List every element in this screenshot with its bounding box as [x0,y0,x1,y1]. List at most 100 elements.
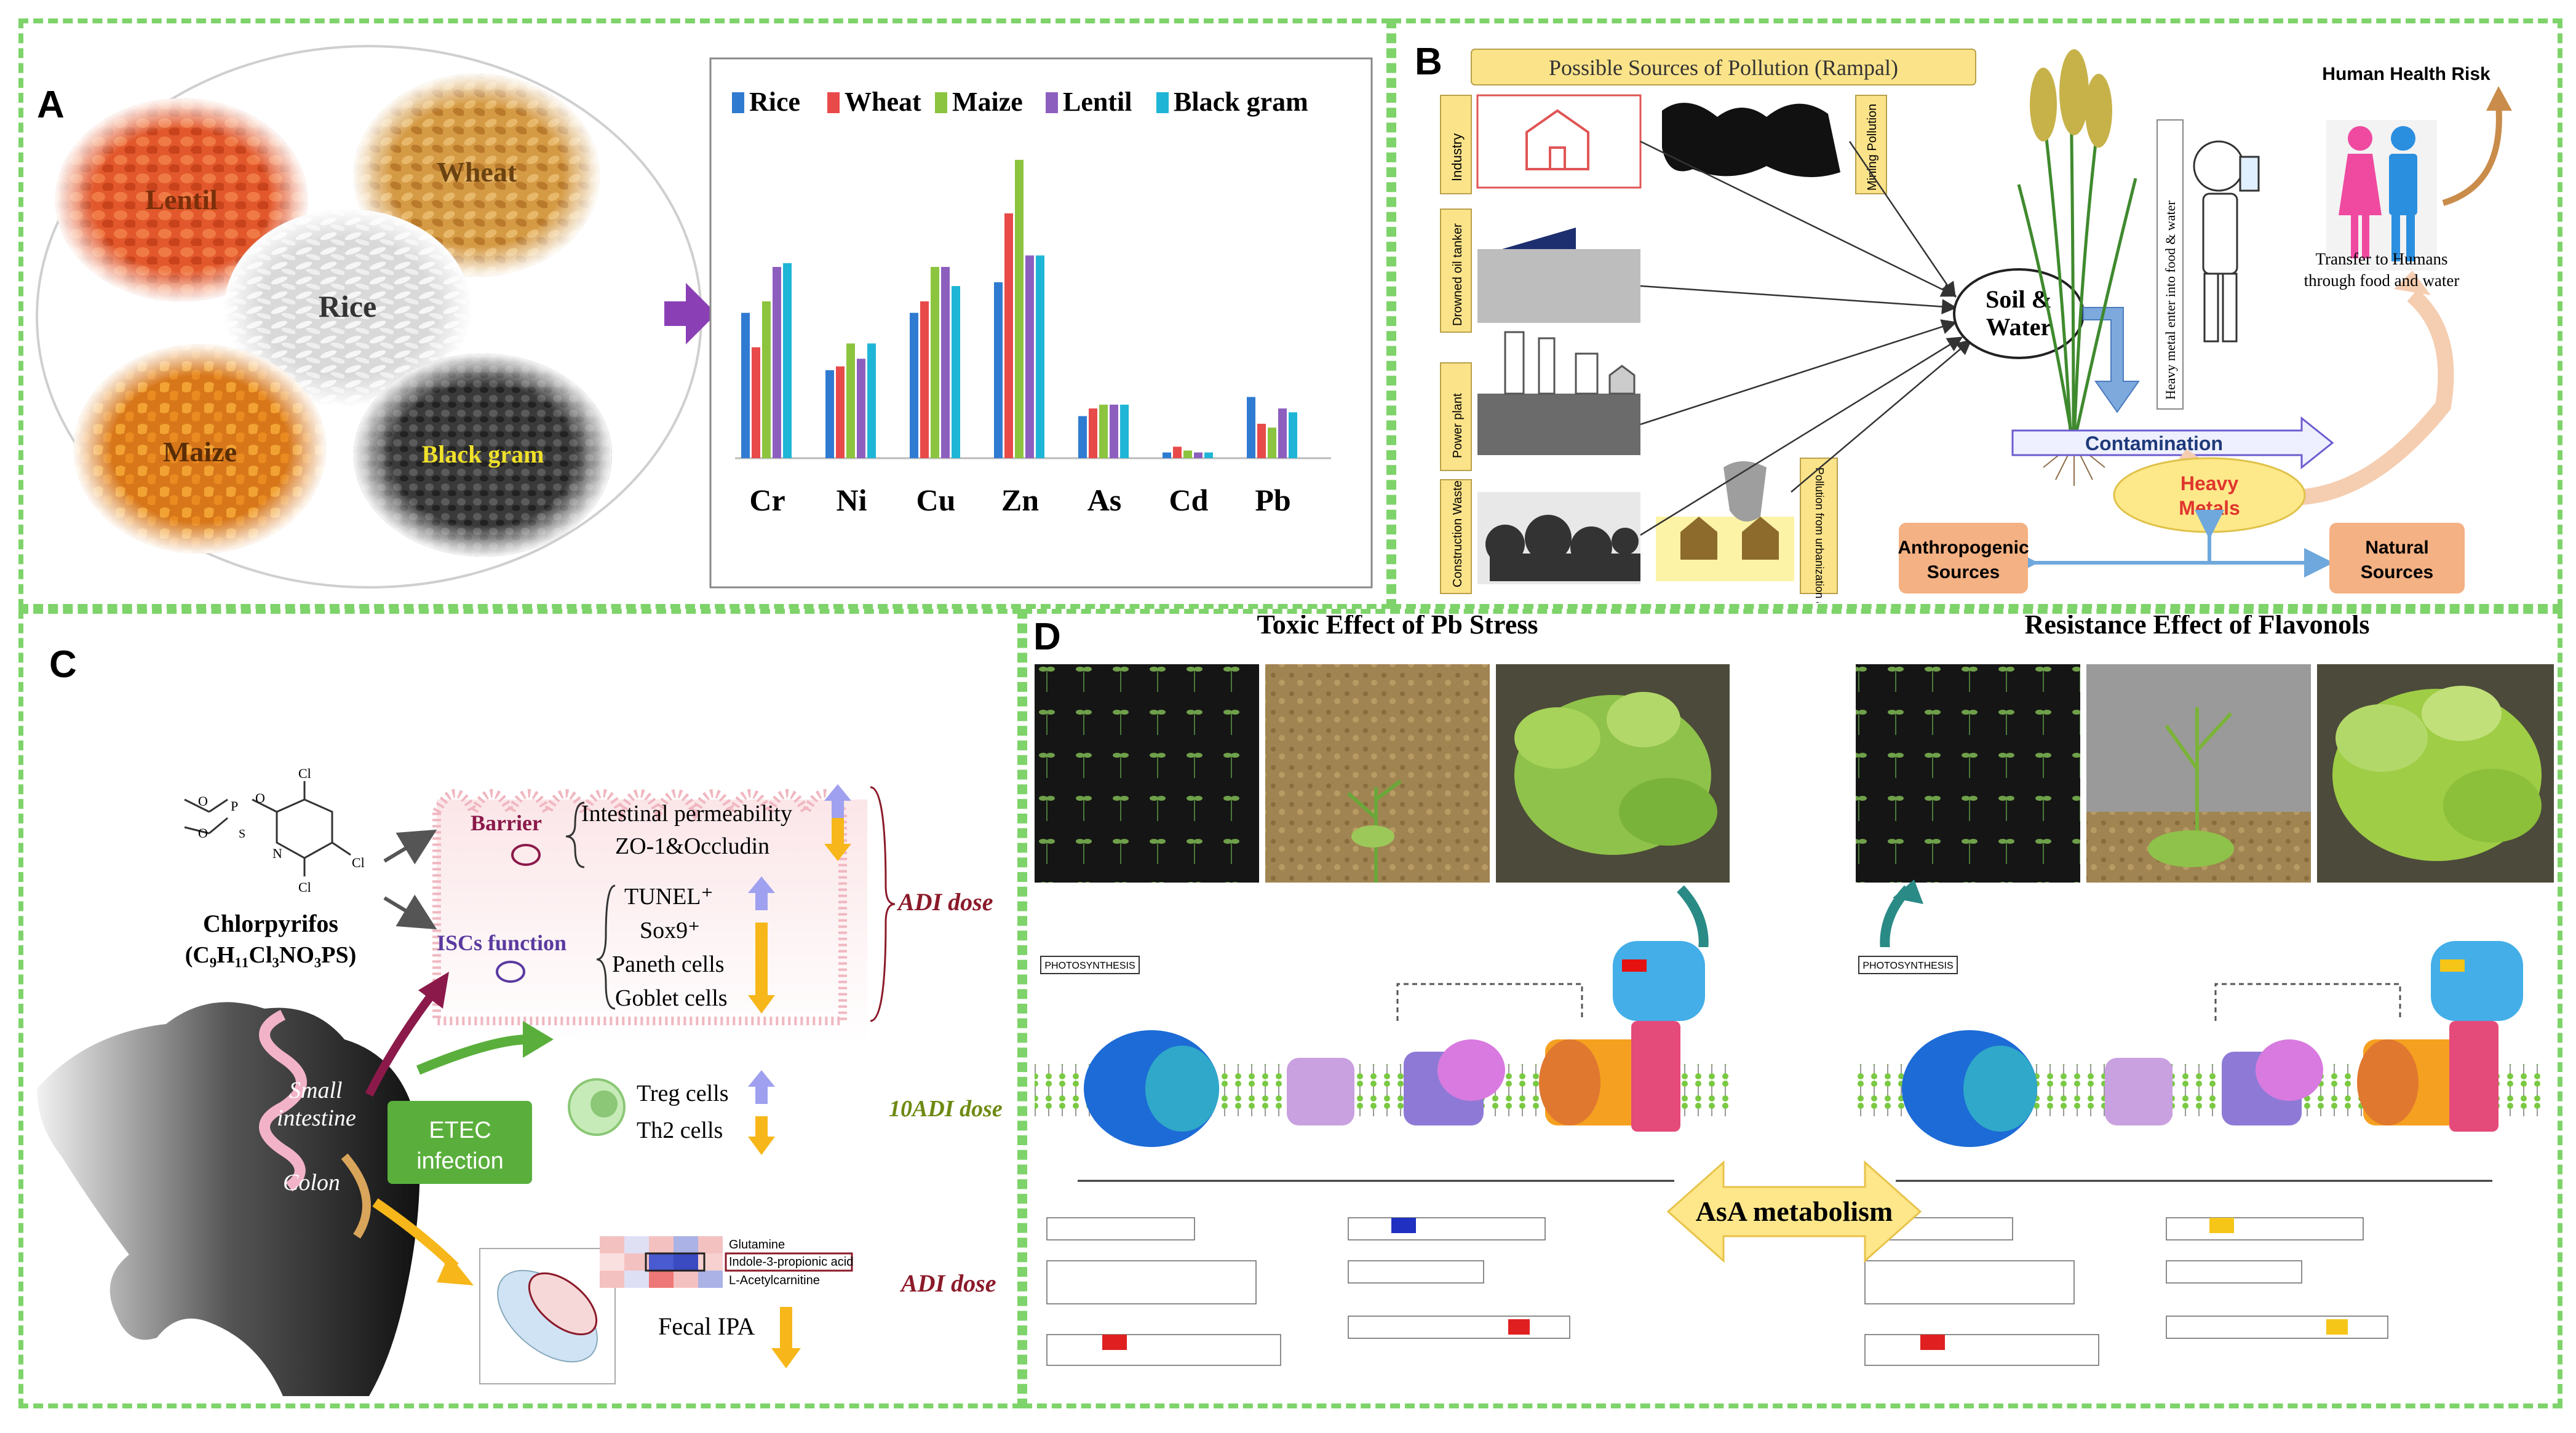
bar-as-black-gram [1120,404,1129,458]
bar-as-rice [1078,416,1087,458]
legend-label-rice: Rice [749,87,800,117]
zo1-label: ZO-1&Occludin [615,833,769,859]
heavy-metals-line-2: Metals [2179,497,2240,519]
source-urbanization: Pollution from urbanization and welding [1813,467,1826,603]
metabolite-ipa: Indole-3-propionic acid [729,1255,853,1269]
bar-cu-maize [931,267,939,458]
bar-ni-lentil [857,359,865,458]
down-arrow-icon [748,1116,775,1155]
bar-pb-maize [1268,427,1276,458]
bar-pb-lentil [1278,408,1287,458]
bar-zn-black-gram [1036,255,1044,458]
bar-cd-rice [1163,452,1171,458]
atom-o-3: O [198,825,208,841]
heavy-metals-line-1: Heavy [2180,472,2239,494]
transfer-line-1: Transfer to Humans [2316,250,2448,268]
bar-pb-black-gram [1289,412,1297,458]
panel-c-frame [18,609,1022,1408]
natural-line-2: Sources [2361,562,2433,582]
atom-n: N [272,846,282,861]
bar-zn-lentil [1025,255,1034,458]
up-arrow-icon [824,784,851,818]
th2-label: Th2 cells [637,1117,723,1143]
chemical-name: Chlorpyrifos [203,910,338,937]
panel-b-graphic: Possible Sources of Pollution (Rampal) I… [1440,49,2512,603]
legend-swatch-lentil [1046,92,1058,113]
bar-as-lentil [1110,404,1118,458]
barrier-label: Barrier [471,811,542,835]
panel-label-c: C [49,643,77,686]
bar-ni-wheat [836,366,845,458]
bar-cd-maize [1183,450,1192,458]
metabolite-acetylcarnitine: L-Acetylcarnitine [729,1274,820,1287]
pollution-banner: Possible Sources of Pollution (Rampal) [1549,55,1898,80]
bar-as-maize [1099,404,1108,458]
tunel-label: TUNEL⁺ [624,884,714,910]
metal-enter-note: Heavy metal enter into food & water [2163,200,2178,400]
chlorpyrifos-structure [184,781,351,876]
atom-o-2: O [198,793,208,809]
pathway-diagram-left: PHOTOSYNTHESIS [1035,941,1742,1402]
tick-label-cr: Cr [749,483,785,517]
down-arrow-icon [748,923,775,1014]
transfer-line-2: through food and water [2304,271,2460,290]
tick-label-ni: Ni [837,483,867,517]
tick-label-zn: Zn [1001,483,1039,517]
atom-p: P [231,798,238,814]
up-arrow-icon [748,876,775,910]
grain-label-rice: Rice [319,289,376,324]
down-arrow-icon [771,1307,801,1368]
adi-dose-label-1: ADI dose [896,888,993,916]
panel-c-graphic: O P O O S Cl Cl Cl N Chlorpyrifos (C₉H₁₁… [37,766,1003,1396]
bar-pb-wheat [1257,424,1266,458]
bar-cr-maize [762,301,771,458]
metabolite-heatmap [600,1236,723,1288]
colon-label: Colon [283,1170,340,1196]
atom-s: S [239,827,245,841]
atom-cl-2: Cl [352,855,365,870]
asa-label: AsA metabolism [1696,1196,1893,1227]
chart-bars [735,159,1331,459]
bar-cu-rice [910,312,918,458]
isc-label: ISCs function [437,931,566,955]
atom-cl-3: Cl [298,879,311,895]
bar-cd-black-gram [1204,452,1213,458]
panel-d-graphic: Toxic Effect of Pb Stress Resistance Eff… [1035,615,2554,1402]
bar-cr-lentil [773,267,781,458]
bar-ni-maize [846,343,855,458]
bar-ni-rice [825,370,834,458]
sox9-label: Sox9⁺ [640,918,700,943]
metabolite-glutamine: Glutamine [729,1238,785,1252]
grain-label-lentil: Lentil [145,184,218,215]
anthropogenic-line-2: Sources [1927,562,2000,582]
asa-double-arrow [1666,1160,1922,1263]
source-mining: Mining Pollution [1866,104,1879,191]
grain-label-wheat: Wheat [437,156,517,188]
legend-swatch-maize [935,92,947,113]
humans-icon [2339,126,2417,261]
panel-label-b: B [1415,41,1442,83]
etec-label-2: infection [416,1148,504,1174]
legend-label-wheat: Wheat [845,87,921,117]
contamination-label: Contamination [2085,432,2223,455]
legend-label-black-gram: Black gram [1174,87,1308,117]
legend-label-lentil: Lentil [1063,87,1132,117]
legend-swatch-black-gram [1156,92,1169,113]
bar-cu-black-gram [952,286,960,458]
adi10-dose-label: 10ADI dose [889,1096,1003,1122]
bar-as-wheat [1089,408,1097,458]
source-industry: Industry [1449,133,1465,181]
bar-cu-lentil [941,267,950,458]
title-resistance: Resistance Effect of Flavonols [2025,615,2370,640]
bar-cu-wheat [920,301,929,458]
pathway-title-left: PHOTOSYNTHESIS [1044,961,1135,971]
panel-a-arrow [664,283,717,344]
pathway-diagram-right: PHOTOSYNTHESIS [1853,941,2554,1402]
atom-o-1: O [255,790,265,806]
bar-cr-wheat [752,347,760,458]
source-construction: Construction Waste [1451,480,1465,587]
bar-pb-rice [1247,397,1255,458]
